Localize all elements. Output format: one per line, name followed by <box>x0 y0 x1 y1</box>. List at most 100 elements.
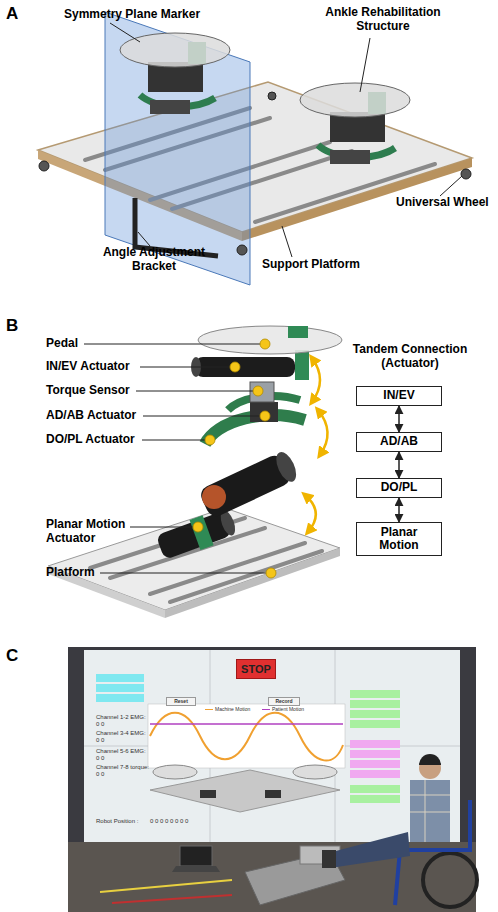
wheels-part <box>39 161 49 171</box>
person-in-wheelchair-part <box>322 850 336 868</box>
leader-lines-b-part <box>143 416 262 417</box>
legend-entry: Patient Motion <box>262 706 304 712</box>
ankle-unit-left-part <box>120 33 230 67</box>
leader-lines-a-part <box>138 232 150 246</box>
rotation-arrows-part <box>312 358 320 402</box>
leader-lines-a-part <box>282 226 292 257</box>
screen-buttons-part <box>350 770 400 778</box>
process-box: AD/AB <box>356 432 442 452</box>
screen-text: Channel 5-6 EMG: <box>96 748 146 755</box>
rails-a-part <box>255 164 435 222</box>
pedal-part <box>288 326 308 338</box>
floor-lines-part <box>100 880 232 892</box>
screen-value: 0 0 <box>96 755 104 762</box>
panel-letter: C <box>6 646 18 666</box>
part-label: Support Platform <box>262 258 360 272</box>
adab-actuator <box>205 396 305 444</box>
part-label: Universal Wheel <box>396 196 489 210</box>
panel-letter: B <box>6 316 18 336</box>
person-in-wheelchair-part <box>410 780 450 842</box>
screen-text: Robot Position : <box>96 818 138 825</box>
screen-button: Reset <box>166 697 196 706</box>
dopl-actuator <box>198 449 300 519</box>
leader-lines-b-part <box>142 440 207 441</box>
screen-chart-part <box>150 723 343 725</box>
stop-button: STOP <box>236 659 276 679</box>
process-box: Planar Motion <box>356 522 442 556</box>
person-in-wheelchair-part <box>423 853 477 907</box>
box-text: Record <box>275 699 292 705</box>
floor-lines-part <box>112 895 232 903</box>
leader-lines-b-part <box>84 344 262 345</box>
person-in-wheelchair <box>322 754 477 907</box>
screen-buttons-part <box>350 710 400 718</box>
pedal <box>198 326 342 354</box>
leader-lines-b-part <box>100 573 268 574</box>
part-label: IN/EV Actuator <box>46 360 130 374</box>
box-text: STOP <box>241 663 271 675</box>
screen-robot-render-part <box>200 790 216 798</box>
photo-background-part <box>68 647 476 912</box>
laptop <box>172 846 220 872</box>
photo-background-part <box>68 842 476 912</box>
part-label: Symmetry Plane Marker <box>64 8 200 22</box>
platform-a <box>38 82 472 241</box>
panel-letter: A <box>6 4 18 24</box>
callout-dots-part <box>230 362 240 372</box>
leader-lines-a-part <box>440 176 462 196</box>
leader-lines-a-part <box>360 38 370 92</box>
box-text: Planar Motion <box>366 526 432 552</box>
part-label: Planar Motion Actuator <box>46 518 138 546</box>
leader-lines-a <box>110 23 462 257</box>
screen-buttons-part <box>350 795 400 803</box>
screen-buttons-part <box>350 700 400 708</box>
photo-background <box>68 647 476 912</box>
process-box: IN/EV <box>356 386 442 406</box>
part-label: AD/AB Actuator <box>46 409 136 423</box>
part-label: Platform <box>46 566 95 580</box>
torque-sensor-part <box>250 382 274 402</box>
floor-lines <box>100 880 232 903</box>
screen-robot-render <box>150 765 340 812</box>
callout-dots-part <box>266 568 276 578</box>
box-text: Reset <box>174 699 188 705</box>
person-in-wheelchair-part <box>410 795 450 796</box>
rotation-arrows-part <box>318 410 328 455</box>
screen-text: Channel 7-8 torque: <box>96 764 149 771</box>
legend-entry: Machine Motion <box>205 706 250 712</box>
legend-line-sample <box>262 709 270 710</box>
laptop-part <box>180 846 212 866</box>
inev-actuator-part <box>295 350 309 380</box>
screen-value: 0 0 <box>96 721 104 728</box>
display-wall <box>84 650 460 842</box>
dopl-actuator-part <box>202 485 226 509</box>
screen-chart <box>148 704 345 768</box>
double-arrow <box>398 452 400 478</box>
planar-motion-actuator <box>155 506 239 563</box>
dopl-actuator-part-part <box>272 449 300 485</box>
ankle-unit-right <box>300 83 410 164</box>
person-in-wheelchair-part <box>330 832 410 868</box>
person-in-wheelchair-part <box>425 780 426 842</box>
ankle-unit-left-part <box>150 100 190 114</box>
leader-lines-b-part <box>136 391 255 392</box>
screen-value: 0 0 0 0 0 0 0 0 <box>150 818 188 825</box>
part-label: DO/PL Actuator <box>46 433 135 447</box>
screen-buttons-part <box>350 720 400 728</box>
platform-a-part <box>38 82 472 232</box>
wheels-part <box>237 245 247 255</box>
screen-robot-render-part <box>293 765 337 779</box>
inev-actuator <box>191 350 309 380</box>
part-label: Angle Adjustment Bracket <box>98 246 210 274</box>
double-arrow <box>398 406 400 432</box>
legend-text: Patient Motion <box>272 706 304 712</box>
screen-value: 0 0 <box>96 737 104 744</box>
pedal-part <box>198 326 342 354</box>
screen-buttons-part <box>350 740 400 748</box>
dopl-actuator-part <box>198 449 300 519</box>
adab-actuator-part <box>250 402 278 422</box>
screen-text: Channel 1-2 EMG: <box>96 714 146 721</box>
